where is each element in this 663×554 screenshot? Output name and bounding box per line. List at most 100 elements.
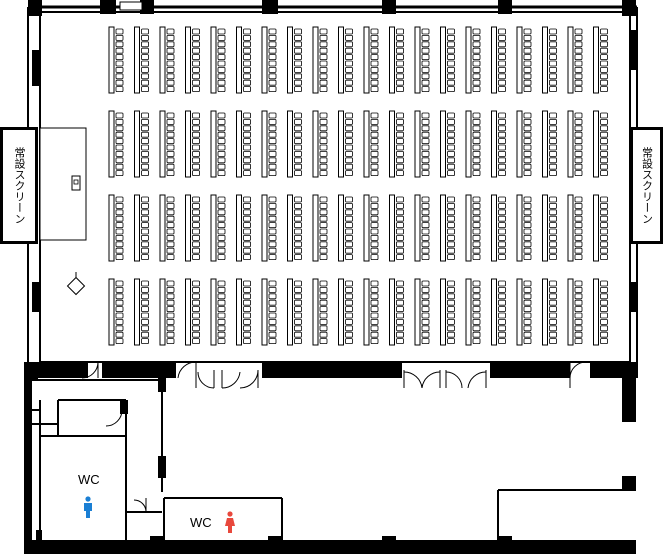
chair [268, 306, 277, 313]
chair [217, 312, 226, 319]
desk-row [312, 26, 328, 94]
chair [345, 293, 353, 300]
chair [370, 325, 379, 332]
chair [498, 28, 506, 35]
chair [498, 299, 506, 306]
chair [294, 112, 302, 119]
chair [421, 131, 430, 138]
chair [370, 86, 379, 92]
chair [472, 196, 481, 203]
chair [574, 241, 583, 248]
chair [447, 306, 455, 313]
chair [141, 280, 149, 287]
chair [370, 60, 379, 67]
chair [549, 331, 557, 338]
chair [523, 215, 532, 222]
chair [192, 286, 200, 293]
chair [447, 202, 455, 209]
chair [370, 41, 379, 48]
chair [396, 331, 404, 338]
chair [396, 215, 404, 222]
chair [370, 286, 379, 293]
chair [294, 293, 302, 300]
chair [141, 299, 149, 306]
chair [192, 157, 200, 164]
chair [345, 234, 353, 241]
chair [549, 150, 557, 157]
chair [141, 41, 149, 48]
desk-row [338, 110, 353, 178]
chair [268, 54, 277, 60]
chair [115, 325, 124, 332]
screen-left: 常設スクリーン [0, 127, 38, 244]
chair [498, 125, 506, 132]
desk-row [236, 194, 251, 262]
chair [498, 247, 506, 254]
desk-row [567, 26, 583, 94]
chair [574, 325, 583, 332]
chair [498, 163, 506, 170]
chair [141, 234, 149, 241]
chair [345, 131, 353, 138]
chair [447, 299, 455, 306]
screen-left-label: 常設スクリーン [13, 147, 26, 224]
chair [345, 241, 353, 248]
chair [192, 280, 200, 287]
chair [523, 254, 532, 261]
chair [498, 73, 506, 80]
chair [600, 306, 608, 313]
chair [549, 112, 557, 119]
chair [370, 35, 379, 41]
chair [115, 312, 124, 319]
chair [166, 131, 175, 138]
chair [345, 228, 353, 235]
chair [549, 306, 557, 313]
chair [396, 86, 404, 92]
chair [600, 125, 608, 132]
chair [574, 79, 583, 86]
chair [166, 67, 175, 73]
chair [319, 41, 328, 48]
chair [600, 299, 608, 306]
chair [523, 35, 532, 41]
chair [217, 318, 226, 325]
chair [115, 170, 124, 177]
chair [268, 325, 277, 332]
chair [141, 67, 149, 73]
seating-grid [108, 26, 608, 346]
chair [600, 157, 608, 164]
chair [115, 144, 124, 151]
chair [294, 318, 302, 325]
chair [498, 331, 506, 338]
chair [166, 247, 175, 254]
chair [294, 35, 302, 41]
chair [370, 306, 379, 313]
chair [115, 234, 124, 241]
chair [600, 222, 608, 229]
chair [549, 54, 557, 60]
chair [447, 157, 455, 164]
chair [396, 286, 404, 293]
desk-row [491, 194, 506, 262]
chair [319, 163, 328, 170]
desk-row [593, 278, 608, 346]
chair [166, 331, 175, 338]
desk-row [465, 110, 481, 178]
chair [115, 47, 124, 54]
chair [217, 254, 226, 261]
chair [268, 47, 277, 54]
chair [600, 254, 608, 261]
chair [498, 150, 506, 157]
chair [396, 228, 404, 235]
podium-icon [71, 175, 81, 191]
chair [217, 35, 226, 41]
chair [166, 228, 175, 235]
desk-row [593, 194, 608, 262]
chair [115, 331, 124, 338]
chair [141, 215, 149, 222]
chair [421, 299, 430, 306]
chair [268, 338, 277, 345]
chair [243, 331, 251, 338]
chair [141, 35, 149, 41]
chair [217, 119, 226, 125]
